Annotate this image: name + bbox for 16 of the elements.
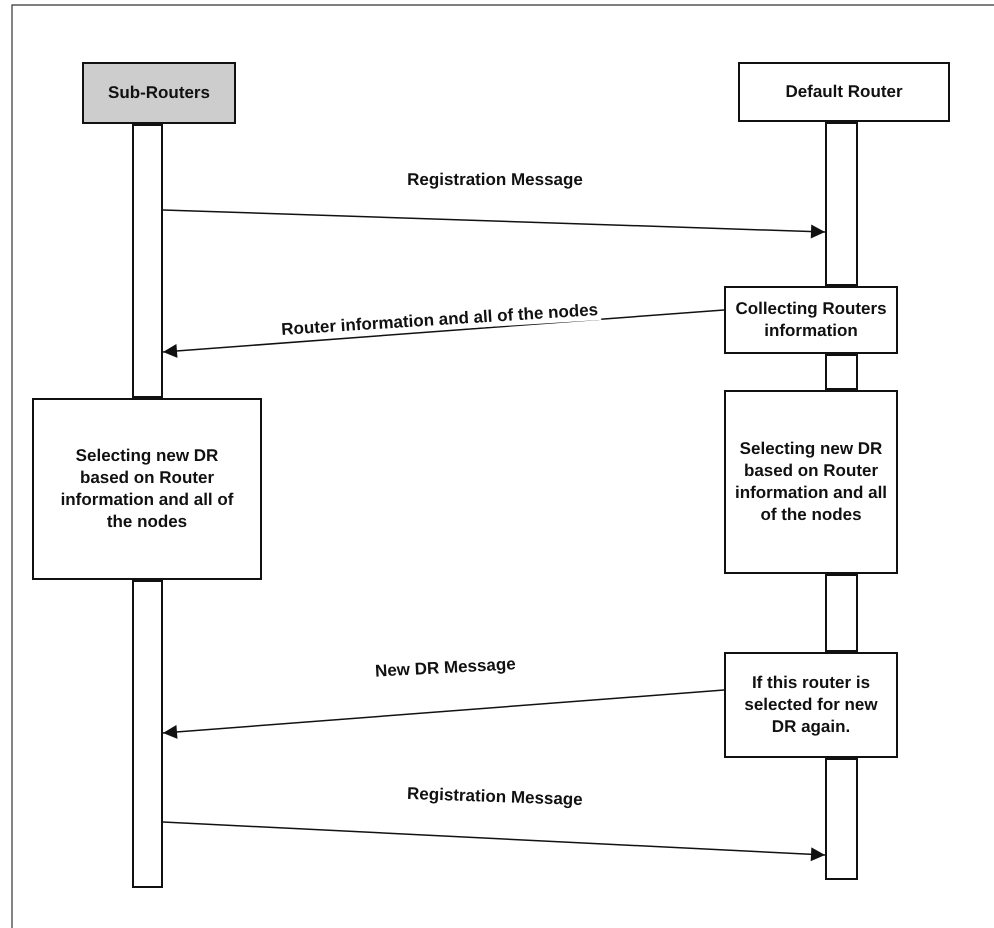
lifeline-bar bbox=[825, 758, 858, 880]
arrow bbox=[162, 209, 826, 239]
activity-box: If this router is selected for new DR again. bbox=[724, 652, 898, 758]
lifeline-bar bbox=[825, 574, 858, 652]
arrow bbox=[162, 689, 724, 739]
lifeline-bar bbox=[132, 580, 163, 888]
lifeline-bar bbox=[825, 122, 858, 286]
lifeline-header: Sub-Routers bbox=[82, 62, 236, 124]
lifeline-bar bbox=[825, 354, 858, 390]
arrow bbox=[162, 309, 724, 358]
lifeline-header: Default Router bbox=[738, 62, 950, 122]
activity-box: Collecting Routers information bbox=[724, 286, 898, 354]
activity-box: Selecting new DR based on Router information and all of the nodes bbox=[32, 398, 262, 580]
arrow bbox=[162, 821, 826, 862]
lifeline-bar bbox=[132, 124, 163, 398]
activity-box: Selecting new DR based on Router information and all of the nodes bbox=[724, 390, 898, 574]
